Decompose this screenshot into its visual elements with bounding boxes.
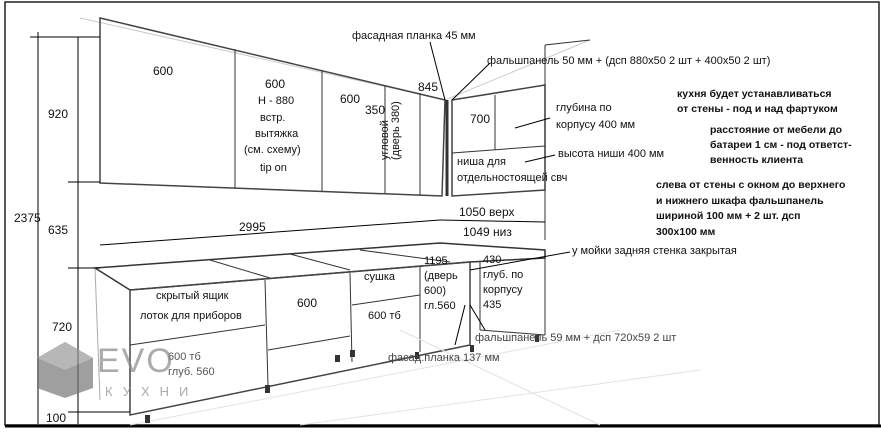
logo-brand: EVO (97, 342, 175, 380)
corner-base-b: глуб. по (483, 269, 524, 281)
upper-cabinet-2-width: 600 (265, 77, 286, 91)
base-cabinet-1-label-2: лоток для приборов (140, 310, 242, 322)
corner-base-d: 435 (483, 299, 502, 311)
dim-right-top: 1050 верх (459, 205, 515, 219)
dim-right-bottom: 1049 низ (463, 225, 512, 239)
base-cabinet-1-label-4: глуб. 560 (168, 366, 215, 378)
note-depth-2: корпусу 400 мм (556, 119, 636, 131)
dim-upper-height: 920 (48, 107, 69, 121)
note-right-6: слева от стены с окном до верхнего (656, 179, 846, 191)
upper-cabinet-4-label: 350 (365, 103, 386, 117)
note-right-5: венность клиента (710, 154, 804, 166)
upper-cabinet-2-note: вытяжка (255, 128, 299, 140)
base-cabinet-1-label-3: 600 тб (168, 351, 201, 363)
niche-label-2: отдельностоящей свч (457, 172, 568, 184)
sink-cabinet-label: 1195 (дверь 600) гл.560 (424, 254, 458, 314)
note-niche-height: высота ниши 400 мм (558, 148, 665, 160)
dim-base-height: 720 (52, 320, 73, 334)
upper-cabinet-2-note: tip on (260, 162, 287, 174)
logo-cube-icon (37, 342, 93, 398)
note-right-1: кухня будет устанавливаться (677, 88, 832, 100)
note-facade-45: фасадная планка 45 мм (352, 30, 476, 42)
corner-base-a: 430 (483, 254, 502, 266)
note-false-panel-50: фальшпанель 50 мм + (дсп 880х50 2 шт + 4… (487, 55, 771, 67)
upper-cabinet-2-note: (см. схему) (244, 144, 301, 156)
dim-width-left: 2995 (239, 220, 266, 234)
dim-apron-height: 635 (48, 223, 69, 237)
note-false-panel-59: фальшпанель 59 мм + дсп 720х59 2 шт (475, 332, 677, 344)
dim-total-height: 2375 (14, 211, 41, 225)
sink-label-c: 600) (424, 285, 447, 297)
sink-label-b: (дверь (424, 270, 458, 282)
note-facade-137: фасад.планка 137 мм (388, 352, 500, 364)
note-sink: у мойки задняя стенка закрытая (572, 245, 737, 257)
note-depth: глубина по (556, 102, 612, 114)
note-right-9: 300х100 мм (656, 226, 716, 238)
note-right-2: от стены - под и над фартуком (677, 103, 838, 115)
base-cabinet-2-label: 600 (297, 296, 318, 310)
niche-label: ниша для (457, 156, 507, 168)
note-right-4: батареи 1 см - под ответст- (710, 139, 852, 151)
sink-label-d: гл.560 (424, 300, 456, 312)
note-right-3: расстояние от мебели до (710, 124, 843, 136)
corner-label-b: (дверь 380) (390, 101, 402, 160)
corner-base-c: корпусу (483, 284, 523, 296)
upper-cabinet-3-label: 600 (340, 92, 361, 106)
corner-width-label: 845 (418, 80, 439, 94)
corner-cabinet-label: угловой(дверь 380) (379, 101, 402, 160)
note-right-7: и нижнего шкафа фальшпанель (656, 195, 824, 207)
upper-cabinet-6-label: 700 (470, 112, 491, 126)
logo-sub: КУХНИ (105, 384, 199, 399)
upper-cabinet-1-label: 600 (153, 64, 174, 78)
base-cabinet-3-label-2: 600 тб (368, 310, 401, 322)
corner-base-label: 430 глуб. по корпусу 435 (483, 253, 523, 313)
dim-plinth: 100 (46, 411, 67, 425)
note-right-8: шириной 100 мм + 2 шт. дсп (656, 210, 801, 222)
upper-cabinet-2-note: встр. (260, 112, 286, 124)
base-cabinet-1-label: скрытый ящик (156, 290, 229, 302)
upper-cabinet-2-height: Н - 880 (258, 95, 295, 107)
sink-label-a: 1195 (424, 255, 448, 267)
base-cabinet-3-label: сушка (364, 271, 395, 283)
